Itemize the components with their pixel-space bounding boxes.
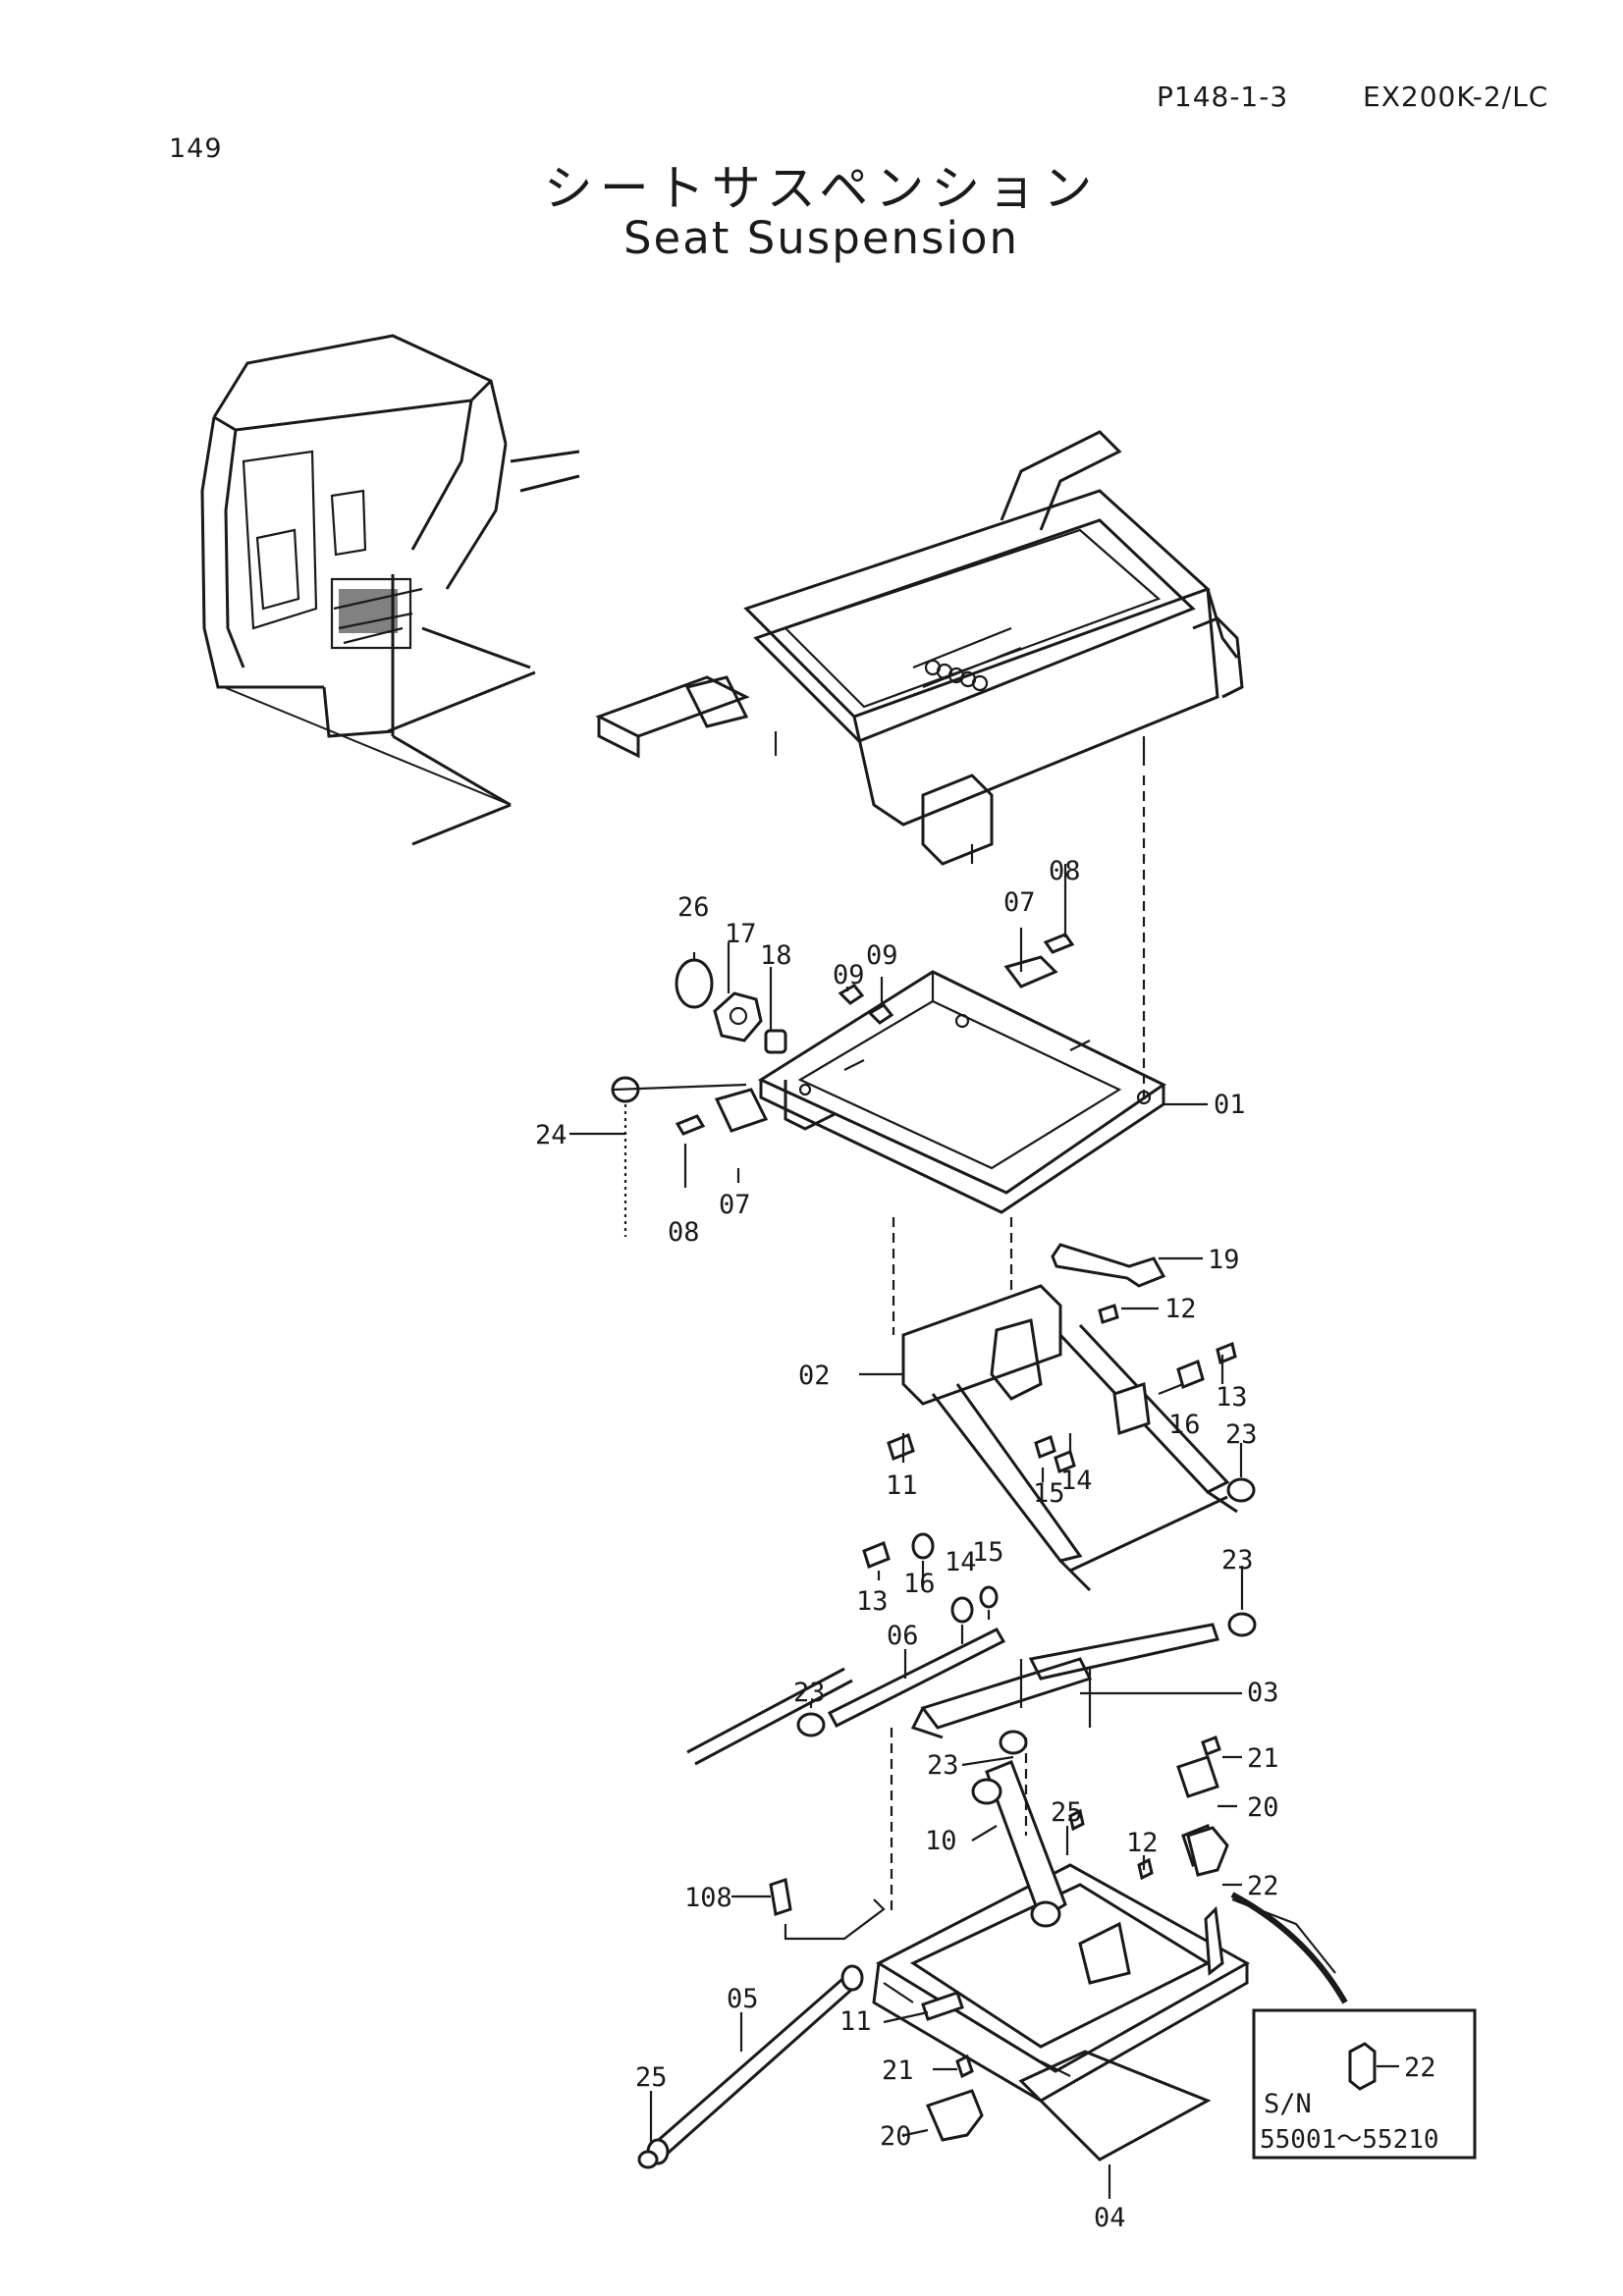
callout-label: 07	[1003, 887, 1036, 918]
callout-label: 11	[886, 1470, 918, 1501]
callout-label: 23	[1225, 1419, 1258, 1450]
leader-lines	[569, 864, 1244, 2199]
callout-label: 23	[1221, 1545, 1254, 1575]
callout-label: 14	[945, 1547, 977, 1577]
callout-label: 16	[903, 1569, 936, 1599]
callout-label: 12	[1126, 1828, 1159, 1858]
model-code: EX200K-2/LC	[1363, 80, 1549, 113]
callout-label: 08	[668, 1217, 700, 1248]
seat-location-in-cab	[330, 577, 423, 650]
callout-label: 09	[833, 960, 865, 990]
callout-label: 19	[1208, 1245, 1240, 1275]
callout-label: 24	[535, 1120, 568, 1150]
page-number: 149	[169, 133, 223, 164]
callout-labels: 08 07 26 17 18 09 09 01 24 08 07 19 12 0…	[535, 856, 1279, 2233]
serial-label: S/N	[1264, 2089, 1312, 2119]
seat-frame-spring	[924, 659, 989, 692]
callout-label: 10	[925, 1826, 957, 1856]
callout-label: 07	[719, 1190, 751, 1220]
callout-label: 21	[1247, 1743, 1279, 1774]
inset-part-label: 22	[1404, 2053, 1436, 2083]
callout-label: 20	[1247, 1792, 1279, 1823]
callout-label: 22	[1247, 1871, 1279, 1901]
callout-label: 03	[1247, 1678, 1279, 1708]
callout-label: 108	[684, 1883, 732, 1913]
callout-label: 01	[1214, 1090, 1246, 1120]
callout-label: 18	[760, 940, 792, 971]
serial-range: 55001～55210	[1260, 2125, 1439, 2155]
callout-label: 16	[1168, 1410, 1201, 1440]
callout-label: 09	[866, 940, 898, 971]
scissor-linkage-drawing	[901, 1284, 1238, 1739]
upper-plate-drawing	[757, 970, 1166, 1335]
callout-label: 04	[1094, 2203, 1126, 2233]
pins-and-rods	[686, 1304, 1257, 1766]
small-parts-upper	[611, 933, 1166, 1288]
callout-label: 08	[1049, 856, 1081, 886]
callout-label: 26	[677, 892, 710, 923]
callout-label: 13	[856, 1586, 889, 1617]
callout-label: 11	[839, 2006, 872, 2037]
callout-label: 14	[1060, 1466, 1093, 1496]
callout-label: 25	[1051, 1797, 1083, 1828]
callout-label: 23	[927, 1750, 959, 1781]
callout-label: 21	[882, 2056, 914, 2086]
callout-label: 06	[887, 1621, 919, 1651]
title-english: Seat Suspension	[622, 212, 1020, 264]
callout-label: 20	[880, 2121, 912, 2152]
seat-frame-drawing	[595, 430, 1244, 1099]
excavator-cab-drawing	[200, 334, 580, 846]
title-japanese: シートサスペンション	[543, 160, 1100, 217]
callout-label: 15	[972, 1537, 1004, 1568]
callout-label: 17	[725, 919, 757, 949]
document-code: P148-1-3	[1157, 80, 1289, 113]
callout-label: 05	[727, 1984, 759, 2014]
callout-label: 13	[1216, 1382, 1248, 1413]
callout-label: 25	[635, 2062, 668, 2093]
callout-label: 23	[793, 1678, 826, 1708]
callout-label: 15	[1033, 1478, 1065, 1509]
lower-base-drawing	[637, 1728, 1348, 2169]
callout-label: 02	[798, 1361, 831, 1391]
callout-label: 12	[1164, 1294, 1197, 1324]
serial-number-inset: 22 S/N 55001～55210	[1252, 2008, 1477, 2160]
